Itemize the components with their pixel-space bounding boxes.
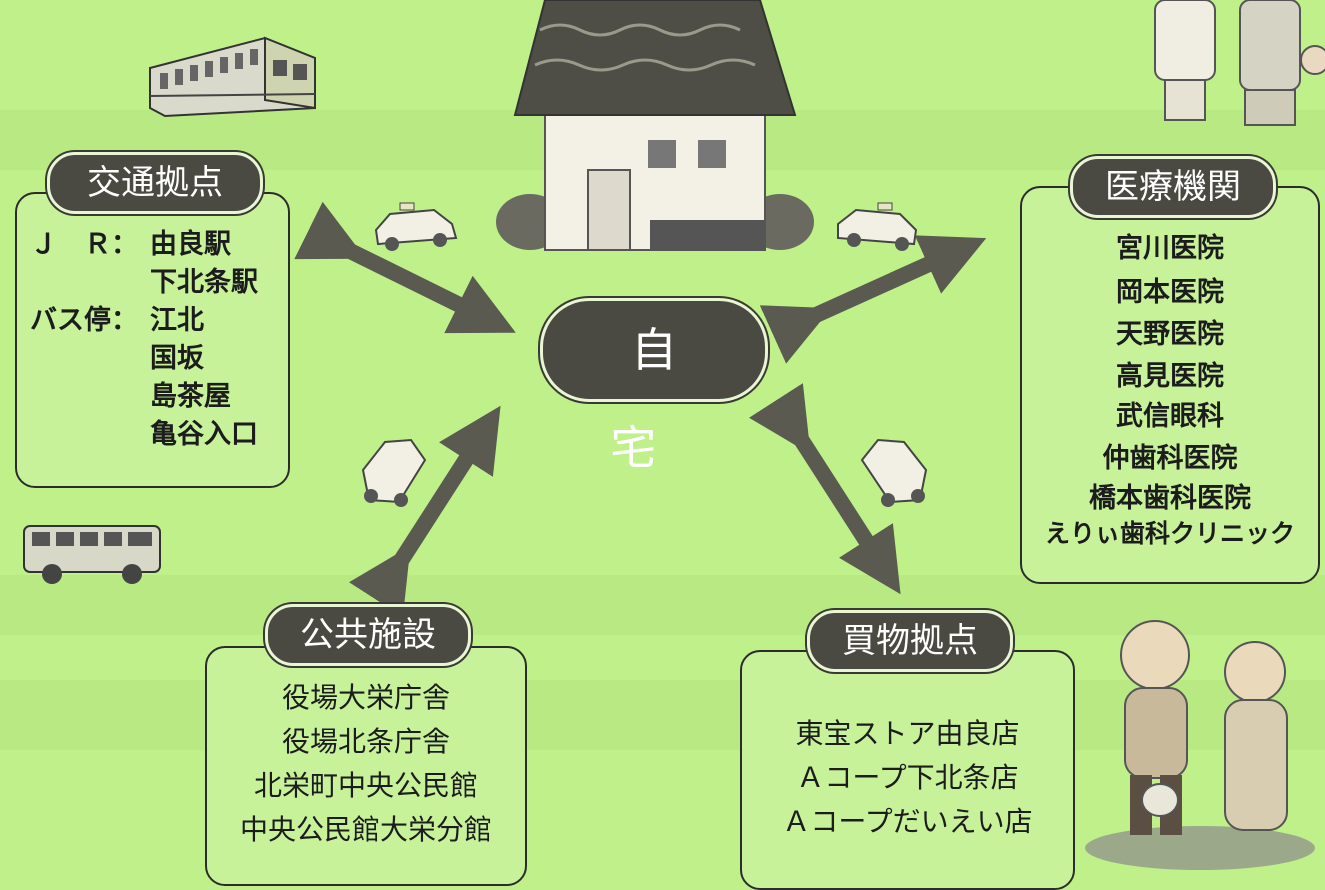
bus-stop: 江北 <box>150 305 204 336</box>
bus-stop: 島茶屋 <box>150 381 231 412</box>
shopping-item: Ａコープ下北条店 <box>796 761 1019 794</box>
medical-item: 岡本医院 <box>1116 277 1224 308</box>
shopping-item: Ａコープだいえい店 <box>782 805 1033 838</box>
transport-title: 交通拠点 <box>47 152 263 214</box>
public-item: 役場大栄庁舎 <box>281 681 450 714</box>
arrow-shopping <box>749 383 901 595</box>
medical-item: 仲歯科医院 <box>1102 443 1238 474</box>
jr-station: 由良駅 <box>150 229 231 260</box>
jr-label: Ｊ Ｒ： <box>30 229 138 260</box>
bus-icon <box>23 525 161 584</box>
medical-item: 武信眼科 <box>1116 401 1224 432</box>
medical-box <box>1020 186 1320 584</box>
medical-item: 高見医院 <box>1116 361 1224 392</box>
train-icon <box>149 36 316 118</box>
public-title: 公共施設 <box>265 604 471 666</box>
medical-title: 医療機関 <box>1070 156 1276 218</box>
public-item: 北栄町中央公民館 <box>253 769 478 802</box>
arrow-medical <box>759 235 987 364</box>
arrow-transport <box>294 201 516 334</box>
shopping-item: 東宝ストア由良店 <box>795 717 1020 750</box>
arrow-public <box>349 405 501 617</box>
house-icon <box>496 0 814 251</box>
bg-band <box>0 575 1325 635</box>
bus-label: バス停： <box>30 305 138 336</box>
public-item: 役場北条庁舎 <box>281 725 450 758</box>
public-item: 中央公民館大栄分館 <box>239 813 492 846</box>
jr-station: 下北条駅 <box>150 267 258 298</box>
shopping-title: 買物拠点 <box>807 610 1013 672</box>
bus-stop: 亀谷入口 <box>150 419 258 450</box>
elderly-couple-icon <box>1085 620 1315 870</box>
doctor-patient-icon <box>1154 0 1325 126</box>
medical-item: 天野医院 <box>1116 319 1224 350</box>
home-node: 自 宅 <box>540 298 768 475</box>
medical-item: えりぃ歯科クリニック <box>1044 519 1295 548</box>
bus-stop: 国坂 <box>150 343 204 374</box>
medical-item: 橋本歯科医院 <box>1089 483 1251 514</box>
medical-item: 宮川医院 <box>1116 233 1224 264</box>
